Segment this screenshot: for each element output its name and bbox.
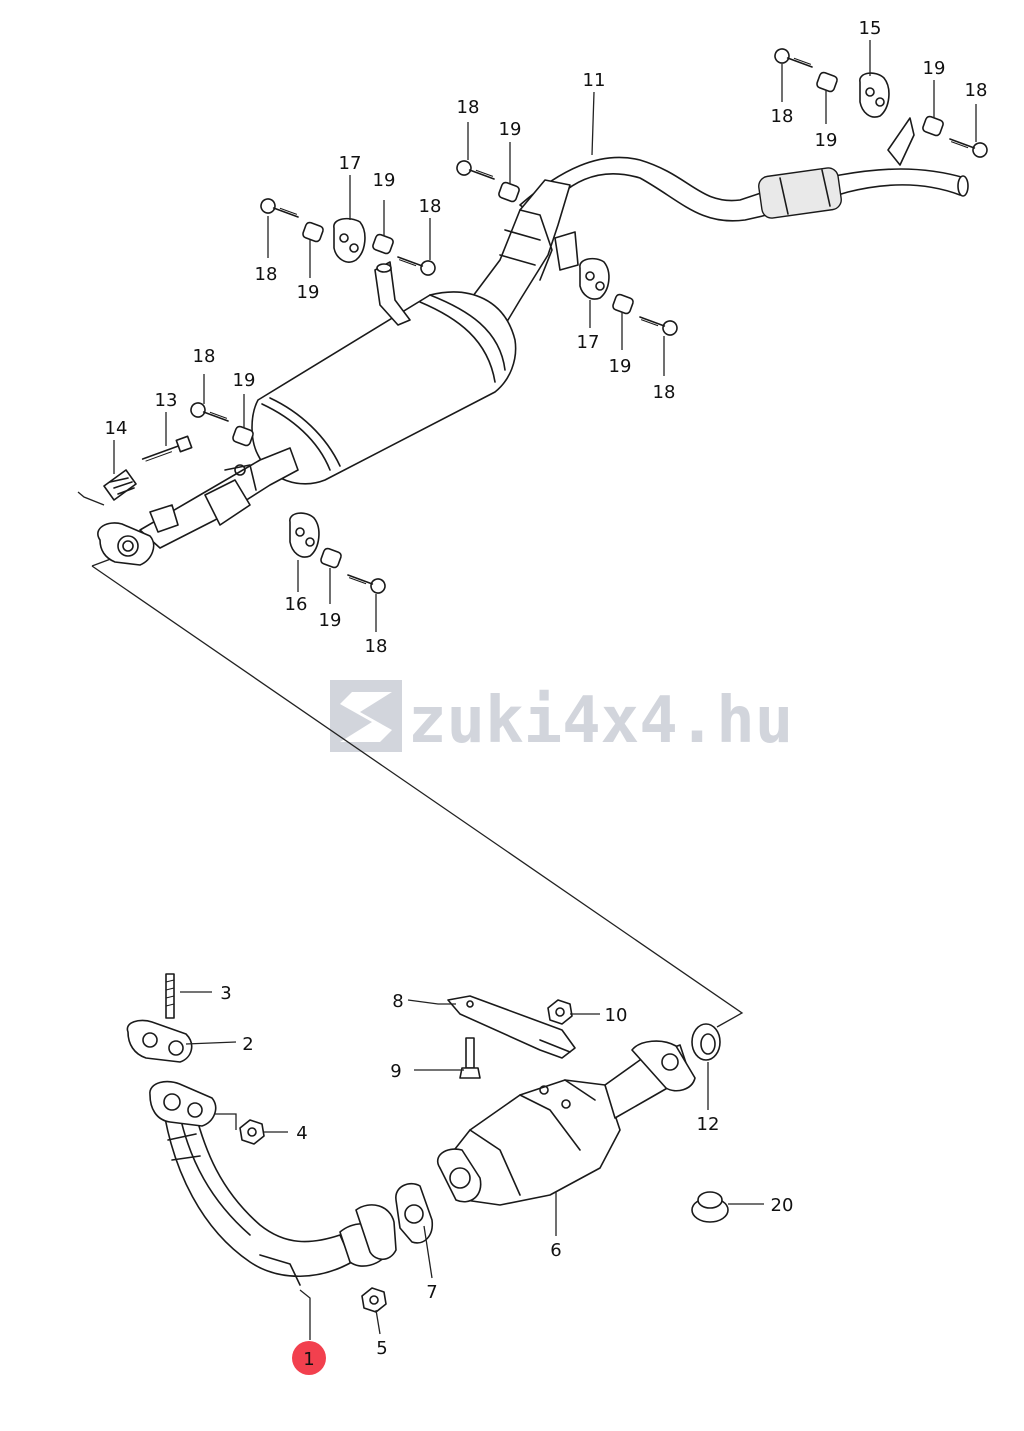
hanger-lower-16	[289, 512, 320, 558]
part-label-14: 14	[105, 418, 128, 439]
seal-ring-12	[691, 1023, 721, 1061]
part-label-18-c: 18	[457, 97, 480, 118]
part-label-13: 13	[155, 390, 178, 411]
part-label-3: 3	[220, 983, 231, 1004]
part-label-19-d: 19	[609, 356, 632, 377]
stud-3	[165, 973, 175, 1019]
part-label-19-a: 19	[297, 282, 320, 303]
part-label-18-b: 18	[419, 196, 442, 217]
part-label-8: 8	[392, 991, 403, 1012]
hanger-upper-17	[333, 217, 366, 263]
highlight-marker[interactable]	[292, 1341, 326, 1375]
main-muffler	[251, 261, 517, 485]
part-label-17-upper: 17	[339, 153, 362, 174]
part-label-18-h: 18	[365, 636, 388, 657]
part-label-17-right: 17	[577, 332, 600, 353]
bushings	[232, 71, 944, 569]
nut-10	[547, 999, 573, 1025]
part-label-20: 20	[771, 1195, 794, 1216]
part-label-15: 15	[859, 18, 882, 39]
nut-4	[239, 1119, 265, 1145]
part-label-19-c: 19	[499, 119, 522, 140]
hanger-right-17	[579, 257, 610, 300]
part-label-1-highlight[interactable]: 1	[292, 1341, 326, 1375]
tail-pipe	[519, 117, 969, 222]
grommet-20	[691, 1191, 729, 1223]
part-label-12: 12	[697, 1114, 720, 1135]
bolt-9	[459, 1037, 481, 1079]
part-label-10: 10	[605, 1005, 628, 1026]
part-label-1: 1	[303, 1349, 314, 1370]
bolt-13	[141, 435, 193, 462]
part-label-19-b: 19	[373, 170, 396, 191]
part-label-4: 4	[296, 1123, 307, 1144]
bracket-8	[447, 995, 576, 1059]
part-label-16: 16	[285, 594, 308, 615]
part-label-18-d: 18	[653, 382, 676, 403]
watermark: zuki4x4.hu	[330, 680, 793, 758]
group-outline	[77, 491, 744, 1028]
part-label-9: 9	[390, 1061, 401, 1082]
muffler-inlet-pipe	[97, 447, 299, 566]
gasket-7	[395, 1182, 434, 1244]
gasket-2	[126, 1019, 193, 1063]
watermark-text: zuki4x4.hu	[408, 684, 793, 758]
center-pipe	[469, 179, 579, 326]
part-labels: 11 15 17 17 16 18 19 19 18 18 19 19 18 1…	[105, 18, 988, 1375]
bolts	[190, 48, 988, 594]
part-label-19-g: 19	[233, 370, 256, 391]
leader-lines	[113, 40, 977, 1340]
part-label-18-g: 18	[193, 346, 216, 367]
part-label-18-a: 18	[255, 264, 278, 285]
catalytic-converter	[437, 1040, 696, 1206]
suzuki-logo-icon	[330, 680, 402, 752]
part-label-2: 2	[242, 1034, 253, 1055]
part-label-19-f: 19	[923, 58, 946, 79]
nut-5	[361, 1287, 387, 1313]
part-label-7: 7	[426, 1282, 437, 1303]
part-label-11: 11	[583, 70, 606, 91]
part-label-18-e: 18	[771, 106, 794, 127]
front-pipe	[149, 1080, 397, 1286]
part-label-19-h: 19	[319, 610, 342, 631]
part-label-19-e: 19	[815, 130, 838, 151]
spring-14	[103, 469, 137, 501]
part-label-5: 5	[376, 1338, 387, 1359]
part-label-18-f: 18	[965, 80, 988, 101]
hanger-rear-15	[859, 72, 890, 118]
part-label-6: 6	[550, 1240, 561, 1261]
